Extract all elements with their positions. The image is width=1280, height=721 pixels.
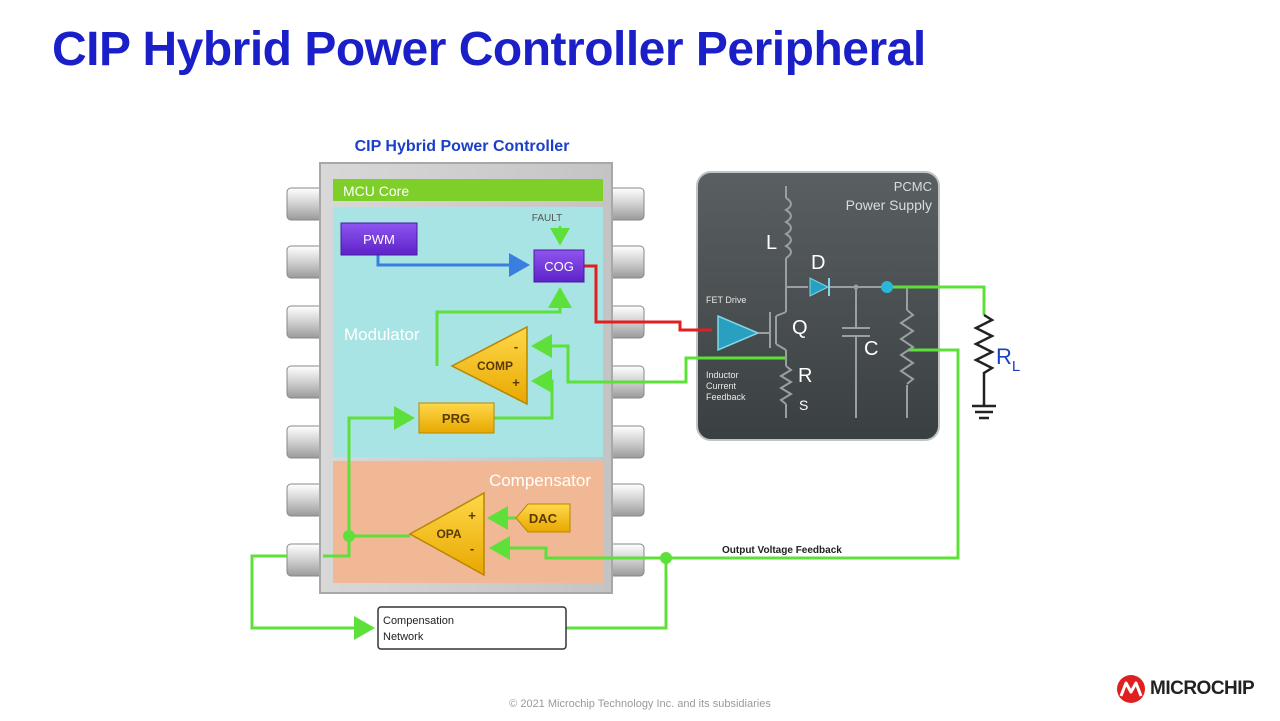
psu-title-line2: Power Supply — [846, 197, 932, 213]
fet-drive-label: FET Drive — [706, 295, 746, 305]
load-label: RL — [996, 344, 1020, 375]
prg-to-comp-wire — [494, 369, 554, 420]
opa-minus: - — [470, 541, 474, 556]
compensation-network-line2: Network — [383, 631, 424, 643]
comp-minus: - — [514, 339, 518, 354]
comp-network-wire-right — [566, 558, 668, 630]
pwm-block — [340, 222, 418, 256]
psu-box — [696, 171, 940, 441]
comp-block — [450, 325, 528, 406]
inductor-feedback-line1: Inductor — [706, 370, 739, 380]
diode — [809, 277, 830, 297]
output-voltage-feedback-label: Output Voltage Feedback — [722, 545, 842, 556]
comp-plus: + — [512, 375, 520, 390]
microchip-logo-icon — [1117, 675, 1145, 703]
opa-output-wire — [347, 406, 415, 538]
load-resistor — [973, 313, 995, 405]
microchip-logo: MICROCHIP — [1116, 674, 1255, 704]
node-d — [853, 284, 859, 290]
label-L: L — [766, 232, 777, 254]
cog-block — [533, 249, 585, 283]
comp-network-wire-left — [250, 554, 375, 640]
label-S: S — [799, 397, 808, 413]
compensator-label: Compensator — [489, 471, 591, 490]
label-R: R — [798, 365, 812, 387]
copyright-footer: © 2021 Microchip Technology Inc. and its… — [509, 698, 771, 710]
compensation-network-line1: Compensation — [383, 615, 454, 627]
prg-block — [418, 402, 495, 434]
inductor-feedback-line3: Feedback — [706, 392, 746, 402]
label-C: C — [864, 338, 878, 360]
opa-block — [408, 491, 485, 577]
current-feedback-wire — [531, 334, 786, 384]
controller-title: CIP Hybrid Power Controller — [355, 138, 570, 155]
compensation-network-box — [377, 606, 567, 650]
comp-to-cog-wire — [435, 287, 572, 366]
slide-title: CIP Hybrid Power Controller Peripheral — [52, 23, 926, 76]
output-to-load-wire — [887, 285, 986, 315]
fault-label: FAULT — [532, 213, 562, 224]
opa-label: OPA — [436, 527, 461, 541]
label-Q: Q — [792, 317, 808, 339]
mcu-core-label: MCU Core — [343, 183, 409, 199]
fet-driver — [717, 314, 760, 352]
prg-label: PRG — [442, 411, 470, 426]
psu-schematic — [769, 186, 915, 418]
voltage-feedback-wire — [489, 348, 960, 560]
pwm-label: PWM — [363, 232, 395, 247]
junction-opa — [343, 530, 355, 542]
ground-symbol — [972, 404, 996, 420]
mcu-core-bar — [333, 179, 603, 201]
label-D: D — [811, 252, 825, 274]
comp-label: COMP — [477, 359, 513, 373]
pwm-to-cog-wire — [376, 253, 530, 277]
psu-title-line1: PCMC — [894, 179, 932, 194]
inductor-feedback-line2: Current — [706, 381, 737, 391]
cog-label: COG — [544, 259, 574, 274]
dac-label: DAC — [529, 511, 558, 526]
cog-to-fet-wire — [584, 264, 712, 332]
opa-to-pin-wire — [323, 536, 351, 558]
opa-plus: + — [468, 508, 476, 523]
modulator-label: Modulator — [344, 325, 420, 344]
microchip-logo-text: MICROCHIP — [1150, 678, 1255, 699]
output-node — [881, 281, 893, 293]
dac-block — [515, 503, 571, 533]
